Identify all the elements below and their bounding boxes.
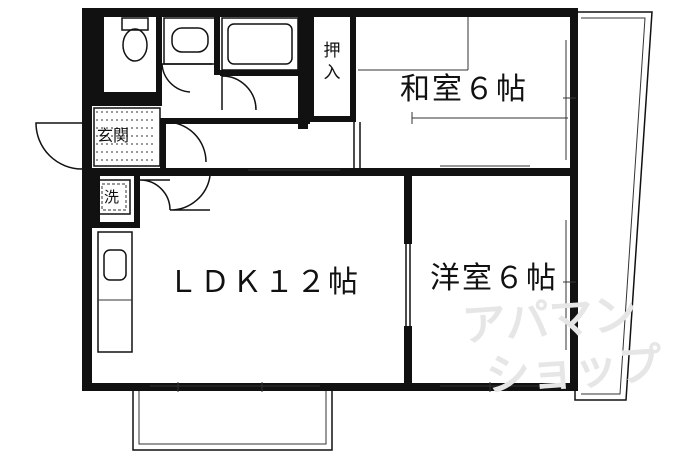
balcony-bottom bbox=[132, 388, 333, 451]
wall-left-lower bbox=[82, 170, 92, 390]
sen-door bbox=[139, 179, 171, 211]
ldk-door bbox=[169, 175, 211, 211]
toilet-bowl bbox=[122, 28, 148, 62]
kitchen-sink bbox=[103, 249, 127, 281]
entry-door bbox=[35, 122, 83, 170]
wall-bottom bbox=[82, 383, 577, 391]
basin bbox=[171, 27, 209, 53]
balcony-bottom-inner bbox=[138, 388, 327, 445]
room-label-ldk: ＬＤＫ１２帖 bbox=[168, 265, 360, 300]
wall-sen-right bbox=[134, 176, 140, 226]
wall-top bbox=[82, 8, 577, 17]
room-label-youshitsu: 洋室６帖 bbox=[430, 261, 558, 296]
genkan-tiles bbox=[96, 111, 156, 161]
wall-corridor-bottom bbox=[92, 168, 570, 176]
bath-door bbox=[221, 75, 257, 111]
kitchen-counter bbox=[97, 231, 133, 353]
washer-inner bbox=[101, 183, 127, 211]
wall-sen-left bbox=[92, 176, 100, 224]
wall-sen-bottom bbox=[92, 222, 140, 228]
wall-partition-upper bbox=[404, 172, 412, 244]
toilet-tank bbox=[121, 17, 149, 31]
room-label-sen: 洗 bbox=[104, 188, 120, 206]
genkan-door bbox=[165, 121, 207, 163]
basin-door bbox=[161, 63, 212, 93]
wall-toilet-left bbox=[92, 17, 104, 97]
wall-partition-lower bbox=[404, 326, 412, 388]
wall-corridor-top bbox=[164, 118, 310, 124]
wall-toilet-bottom bbox=[92, 92, 162, 106]
wall-toilet-right bbox=[156, 17, 162, 97]
room-label-genkan: 玄関 bbox=[97, 126, 130, 145]
wall-bath-left bbox=[214, 17, 220, 75]
washer-space bbox=[97, 179, 131, 215]
wall-right bbox=[570, 8, 578, 391]
wall-closet-bottom bbox=[308, 116, 352, 122]
bath-cell bbox=[221, 17, 299, 71]
wall-closet-right bbox=[350, 17, 356, 122]
watermark-line2: ショップ bbox=[484, 338, 664, 403]
bathtub bbox=[227, 23, 293, 65]
wall-closet-left bbox=[308, 17, 314, 121]
wall-genkan-right bbox=[160, 118, 166, 170]
room-label-oshiire: 押入 bbox=[323, 41, 341, 83]
wall-genkan-left bbox=[82, 118, 92, 174]
wall-bath-bottom bbox=[220, 70, 308, 76]
wall-left-upper bbox=[82, 8, 92, 123]
room-label-washitsu: 和室６帖 bbox=[400, 72, 528, 107]
balcony-right-inner bbox=[581, 17, 646, 395]
